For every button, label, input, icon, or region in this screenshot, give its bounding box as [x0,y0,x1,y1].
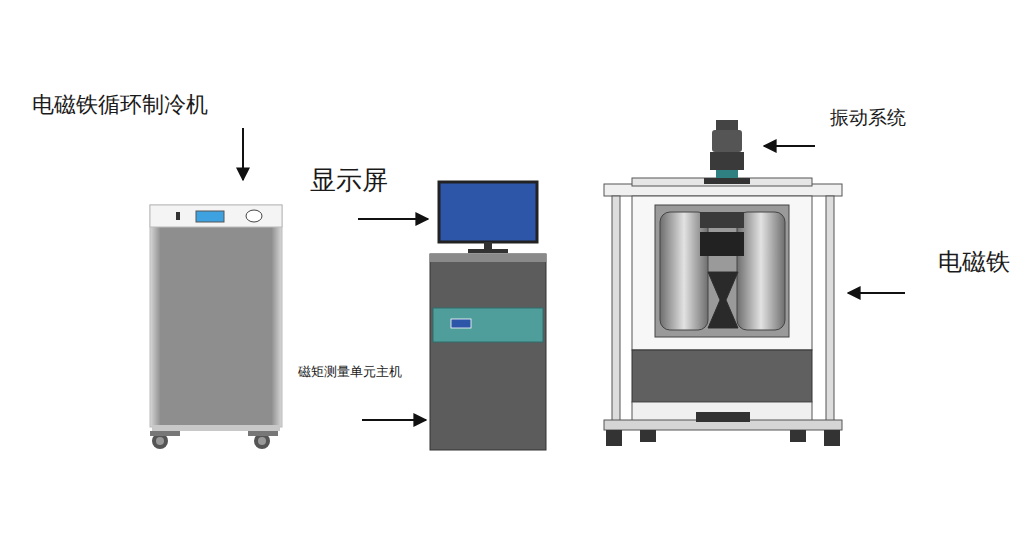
leader-arrow [358,218,428,220]
measurement-console [430,182,546,450]
part-label: 磁矩测量单元主机 [298,364,402,380]
leader-arrows [243,128,905,420]
part-label: 振动系统 [830,106,906,129]
leader-arrow [764,145,815,147]
vibration-head [704,120,750,184]
leader-arrow [848,292,905,294]
leader-arrow [362,419,426,421]
part-label: 电磁铁循环制冷机 [32,92,208,118]
chiller [150,205,282,449]
electromagnet [604,178,842,446]
leader-arrow [242,128,244,180]
part-label: 电磁铁 [938,248,1010,277]
part-label: 显示屏 [310,165,388,196]
